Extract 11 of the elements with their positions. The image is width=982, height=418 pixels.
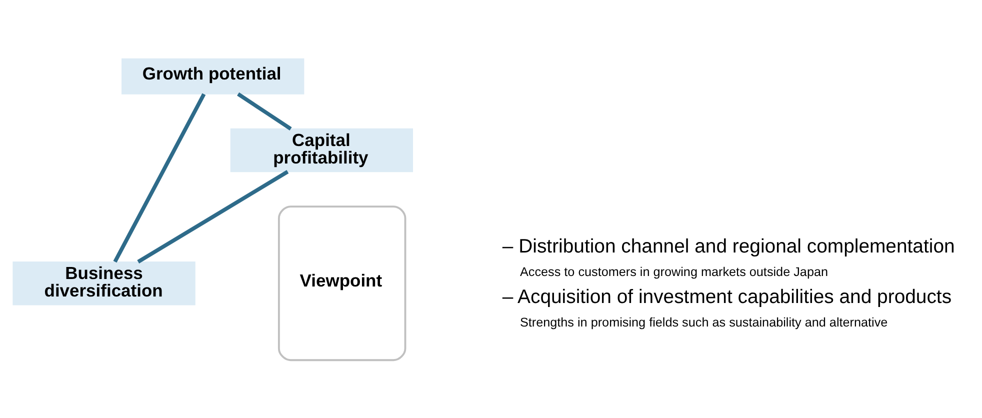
- label: – Distribution channel and regional complementation: [502, 234, 955, 257]
- connector: [113, 92, 206, 262]
- node-box: Growth potential: [122, 58, 304, 94]
- node-box: Capital profitability: [230, 128, 414, 172]
- node-box: Business diversification: [12, 260, 196, 305]
- label: Access to customers in growing markets outside Japan: [520, 264, 828, 278]
- label: – Acquisition of investment capabilities and products: [502, 285, 952, 308]
- connector: [137, 170, 289, 263]
- node-box: Viewpoint: [278, 205, 406, 361]
- connector: [237, 92, 292, 130]
- label: Strengths in promising fields such as sustainability and alternative: [520, 314, 888, 329]
